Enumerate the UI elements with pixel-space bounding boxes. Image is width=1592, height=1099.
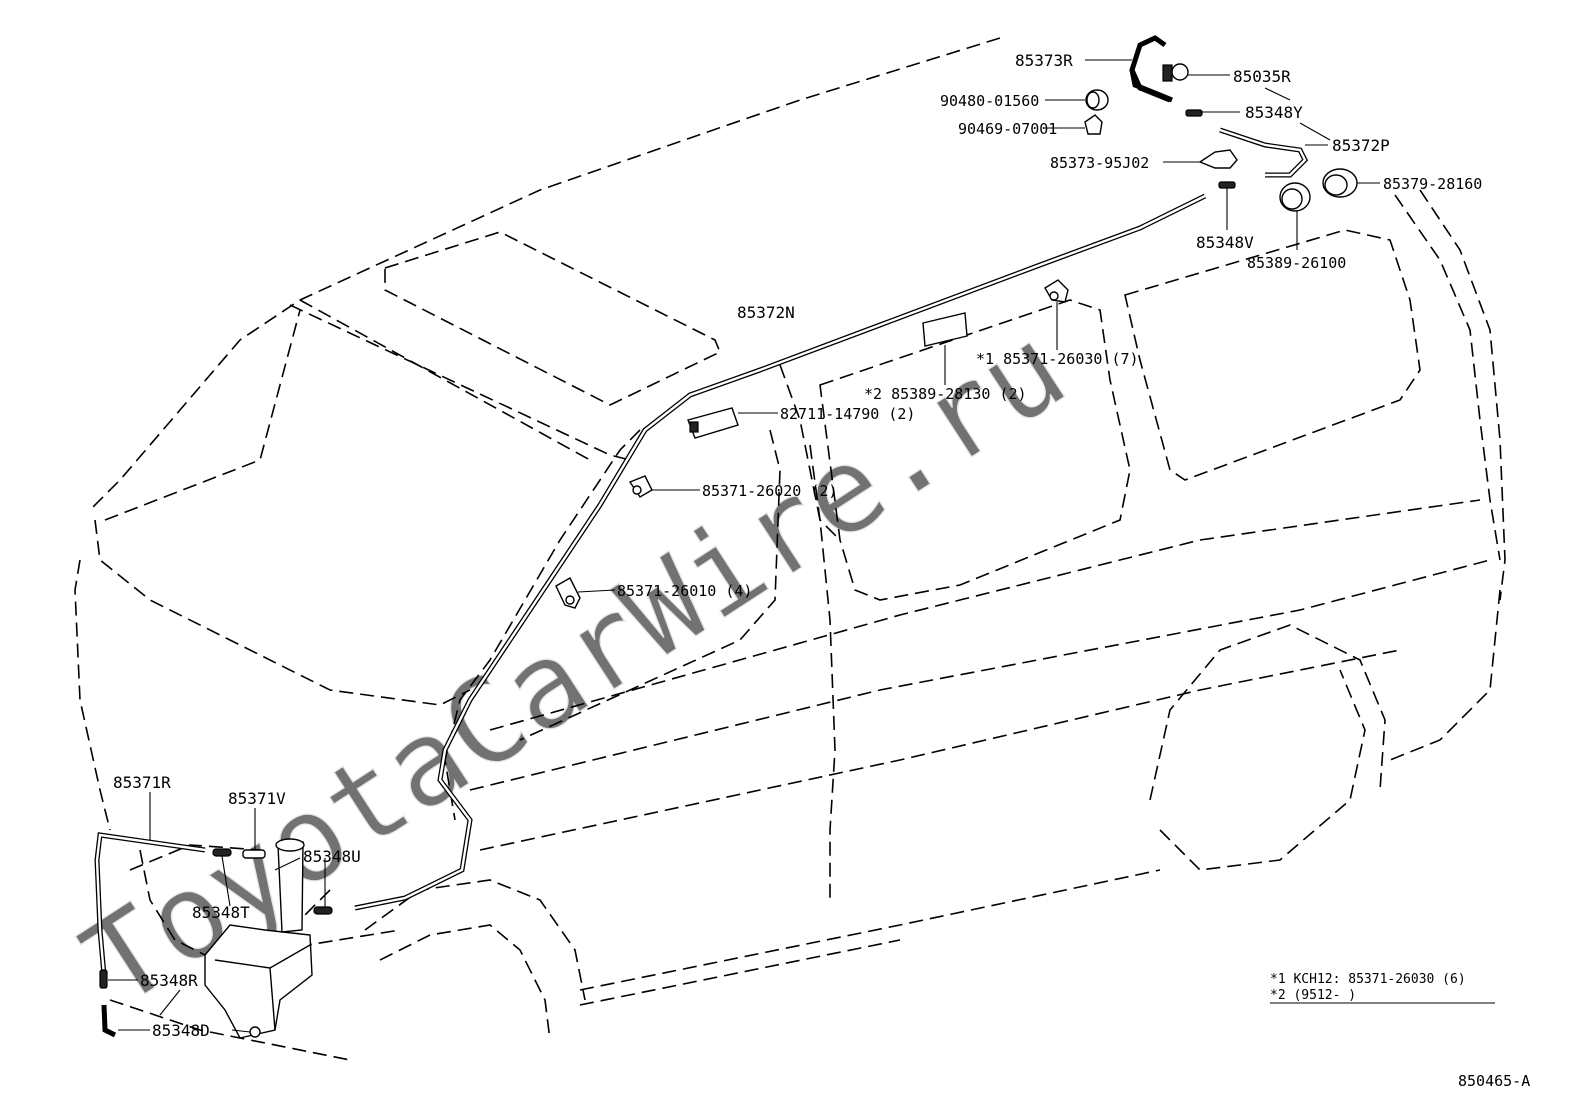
clip-90469 <box>1084 114 1103 135</box>
label-85373-95J02: 85373-95J02 <box>1050 154 1149 172</box>
label-85371-26030: *1 85371-26030 (7) <box>976 350 1139 368</box>
footnote-2: *2 (9512- ) <box>1270 988 1356 1003</box>
footnote-1: *1 KCH12: 85371-26030 (6) <box>1270 972 1466 987</box>
label-85348U: 85348U <box>303 847 361 866</box>
label-85373R: 85373R <box>1015 51 1073 70</box>
joint-85348U <box>212 848 333 915</box>
vehicle-body-outline <box>74 37 1506 1061</box>
figure-number: 850465-A <box>1458 1072 1530 1090</box>
label-82711-14790: 82711-14790 (2) <box>780 405 915 423</box>
grommet-90480 <box>1085 89 1109 111</box>
washer-tank <box>204 838 313 1039</box>
label-85372P: 85372P <box>1332 136 1390 155</box>
clamp-85371-26030 <box>1044 279 1069 303</box>
leader-lines <box>108 59 1495 1033</box>
label-85371R: 85371R <box>113 773 171 792</box>
label-85379-28160: 85379-28160 <box>1383 175 1482 193</box>
clip-82711 <box>687 407 739 439</box>
clamp-85371-26010 <box>555 577 581 609</box>
label-85389-28130: *2 85389-28130 (2) <box>864 385 1027 403</box>
label-85348T: 85348T <box>192 903 250 922</box>
label-90480-01560: 90480-01560 <box>940 92 1039 110</box>
label-85348D: 85348D <box>152 1021 210 1040</box>
label-85371-26020: 85371-26020 (2) <box>702 482 837 500</box>
joint-85348R <box>99 969 108 989</box>
joint-85348Y <box>1185 109 1203 117</box>
washer-hose-routing <box>94 35 1309 1038</box>
footnotes: *1 KCH12: 85371-26030 (6) *2 (9512- ) 85… <box>1270 972 1530 1090</box>
label-85371V: 85371V <box>228 789 286 808</box>
pad-85389-28130 <box>922 312 968 347</box>
part-labels: 85373R 85035R 90480-01560 90469-07001 85… <box>113 51 1482 1040</box>
clamp-85371-26020 <box>628 475 653 498</box>
joint-85348V <box>1218 181 1236 189</box>
parts <box>99 63 1358 1039</box>
label-90469-07001: 90469-07001 <box>958 120 1057 138</box>
label-85035R: 85035R <box>1233 67 1291 86</box>
cap-85379 <box>1322 168 1358 198</box>
label-85348R: 85348R <box>140 971 198 990</box>
watermark: ToyotaCarWire.ru <box>60 299 1088 1034</box>
bracket-85373-95J02 <box>1198 149 1238 169</box>
label-85389-26100: 85389-26100 <box>1247 254 1346 272</box>
label-85348V: 85348V <box>1196 233 1254 252</box>
joint-85371V <box>242 849 266 859</box>
label-85348Y: 85348Y <box>1245 103 1303 122</box>
label-85371-26010: 85371-26010 (4) <box>617 582 752 600</box>
nozzle-85035R <box>1162 63 1189 82</box>
label-85372N: 85372N <box>737 303 795 322</box>
grommet-85389-26100 <box>1279 182 1311 212</box>
